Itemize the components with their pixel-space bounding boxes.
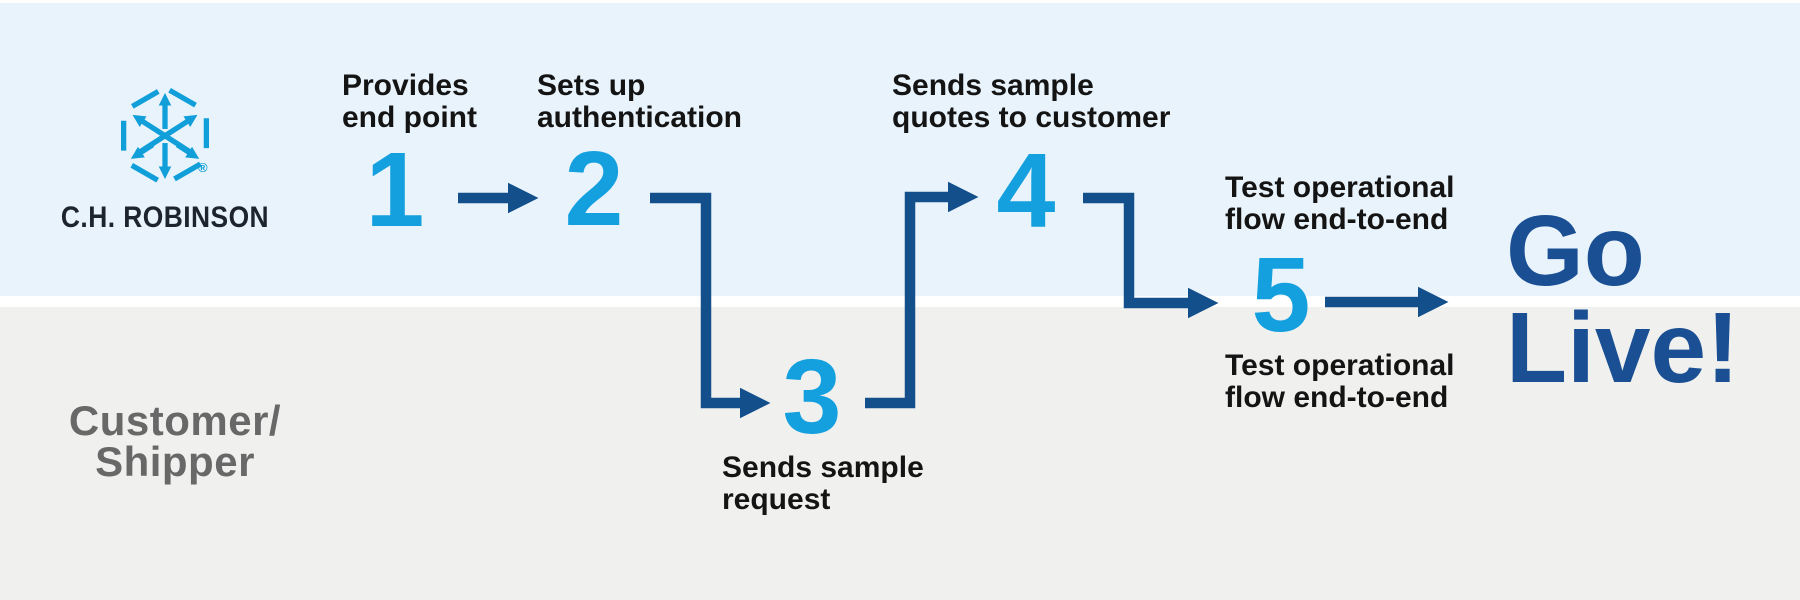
brand-wordmark: C.H. ROBINSON (60, 201, 270, 234)
step3-label: Sends sample request (722, 452, 924, 516)
step3-label-line2: request (722, 483, 831, 516)
customer-label-line2: Shipper (95, 438, 255, 485)
go-live-line2: Live! (1506, 292, 1740, 404)
chrobinson-logo-icon (121, 84, 209, 188)
step1-label-line1: Provides (342, 69, 469, 102)
step4-number: 4 (996, 132, 1056, 250)
customer-label-line1: Customer/ (68, 397, 282, 444)
step2-label-line2: authentication (537, 101, 743, 134)
step2-number: 2 (564, 130, 624, 248)
go-live-label: Go Live! (1506, 195, 1740, 404)
step1-number: 1 (365, 131, 425, 249)
step5-label-top-line1: Test operational (1225, 171, 1455, 204)
step5-label-top-line2: flow end-to-end (1225, 203, 1449, 236)
step1-label: Provides end point (342, 70, 477, 134)
step5-label-bottom-line1: Test operational (1225, 349, 1455, 382)
step5-label-bottom: Test operational flow end-to-end (1225, 350, 1454, 414)
step2-label-line1: Sets up (537, 69, 646, 102)
step5-number: 5 (1251, 236, 1311, 354)
step1-label-line2: end point (342, 101, 477, 134)
step4-label-line1: Sends sample (892, 69, 1094, 102)
step3-number: 3 (782, 338, 842, 456)
step4-label: Sends sample quotes to customer (892, 70, 1170, 134)
step2-label: Sets up authentication (537, 70, 742, 134)
customer-shipper-label: Customer/ Shipper (0, 397, 350, 485)
step3-label-line1: Sends sample (722, 451, 924, 484)
step5-label-top: Test operational flow end-to-end (1225, 172, 1454, 236)
registered-trademark-symbol: ® (198, 160, 208, 175)
step4-label-line2: quotes to customer (892, 101, 1171, 134)
step5-label-bottom-line2: flow end-to-end (1225, 381, 1449, 414)
go-live-line1: Go (1506, 195, 1645, 307)
